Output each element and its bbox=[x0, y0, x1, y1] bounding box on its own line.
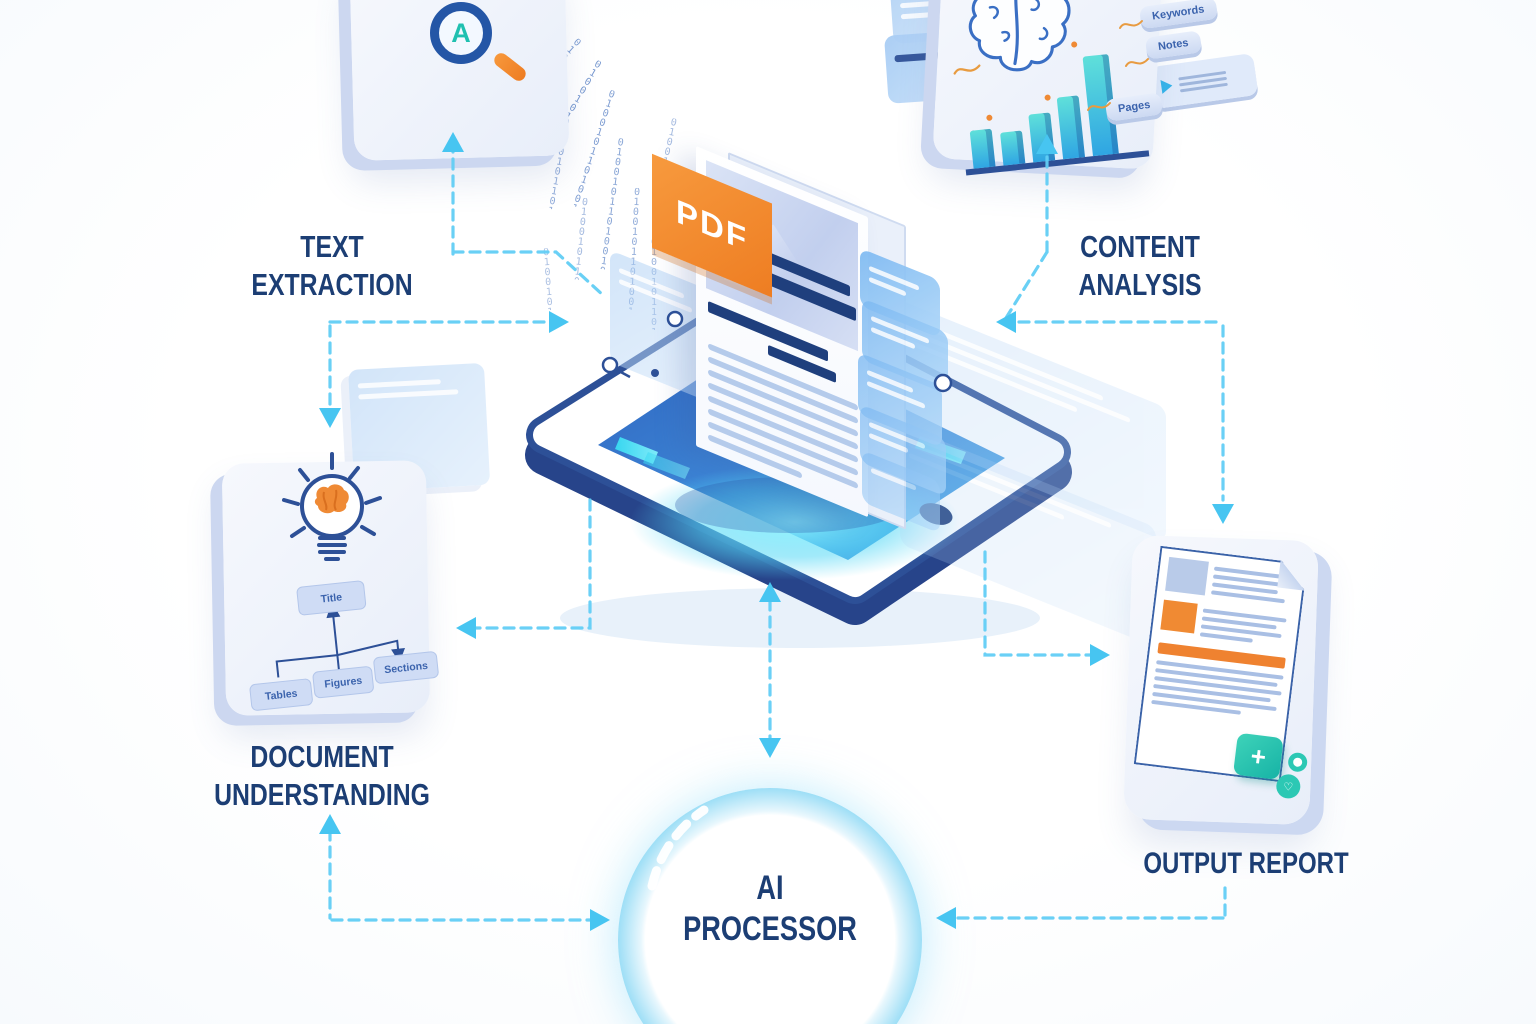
brain-glyph bbox=[314, 484, 349, 514]
image-placeholder bbox=[1165, 557, 1209, 596]
hierarchy-flowchart: Title Tables Figures Sections bbox=[231, 549, 440, 717]
chart-bar bbox=[1056, 95, 1086, 160]
orange-block bbox=[1160, 600, 1197, 634]
bubble-lines bbox=[1178, 67, 1228, 94]
text-extraction-label: TEXT EXTRACTION bbox=[251, 229, 413, 302]
dot-icon bbox=[1287, 752, 1308, 773]
output-report-label: OUTPUT REPORT bbox=[1143, 847, 1349, 880]
plus-badge-icon: + bbox=[1232, 732, 1284, 780]
screen-button bbox=[643, 452, 690, 479]
brain-icon bbox=[968, 0, 1071, 72]
content-analysis-label: CONTENT ANALYSIS bbox=[1078, 229, 1202, 302]
text-lines bbox=[1151, 660, 1283, 719]
chart-bar bbox=[969, 128, 996, 169]
chart-bar bbox=[1028, 112, 1056, 163]
lightbulb-icon bbox=[282, 452, 382, 561]
tablet-ground-shadow bbox=[560, 588, 1040, 648]
magnifier-letter: A bbox=[451, 17, 471, 48]
magnifier-icon: A bbox=[430, 2, 492, 64]
heart-icon: ♡ bbox=[1275, 774, 1301, 799]
connector-squiggle bbox=[1087, 102, 1111, 111]
connector-squiggle bbox=[1119, 20, 1143, 29]
play-icon bbox=[1160, 78, 1174, 94]
folded-corner bbox=[1277, 561, 1307, 591]
chart-bar bbox=[1000, 130, 1026, 166]
document-understanding-label: DOCUMENT UNDERSTANDING bbox=[214, 739, 430, 812]
output-report-card: + ♡ bbox=[1123, 534, 1319, 826]
connector-squiggle bbox=[1125, 58, 1149, 67]
connector-squiggle bbox=[953, 64, 981, 75]
ai-processor-label: AI PROCESSOR bbox=[683, 869, 857, 949]
sparkle bbox=[1044, 94, 1051, 101]
pdf-badge-label: PDF bbox=[676, 191, 748, 259]
sparkle bbox=[986, 114, 993, 122]
text-lines bbox=[1199, 604, 1291, 650]
